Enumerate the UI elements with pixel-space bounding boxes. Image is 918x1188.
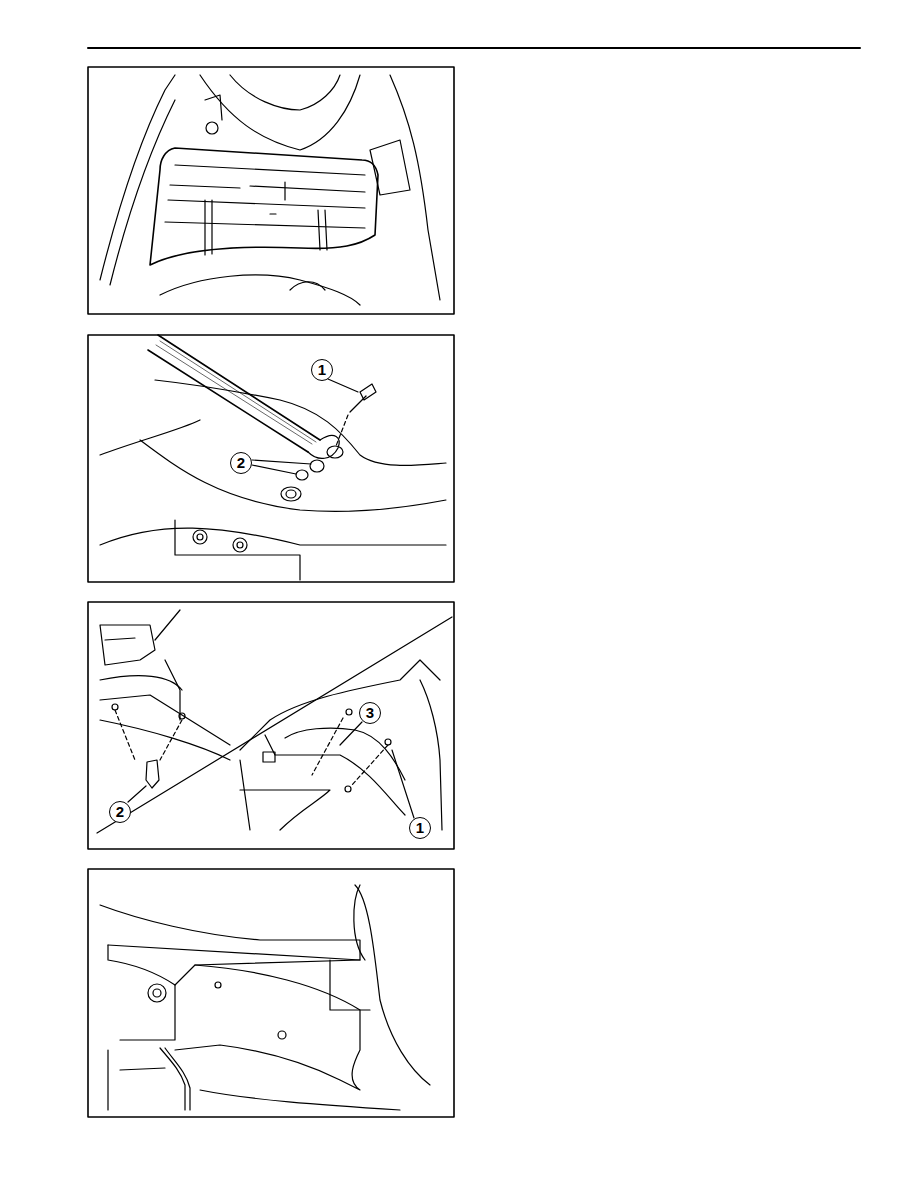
panel-frame xyxy=(88,869,454,1117)
leader-line xyxy=(252,460,311,464)
installed-trim-figure xyxy=(100,885,430,1110)
callout-number: 2 xyxy=(109,801,131,823)
trim-fastener-figure xyxy=(97,610,452,833)
header-rule xyxy=(88,47,860,49)
panel-frame xyxy=(88,602,454,849)
leader-line xyxy=(252,465,296,474)
leader-line xyxy=(328,379,358,392)
callout-number: 3 xyxy=(359,702,381,724)
callout-number: 1 xyxy=(311,359,333,381)
trunk-cover-figure xyxy=(100,75,440,305)
leader-line xyxy=(392,750,414,818)
callout-number: 1 xyxy=(409,817,431,839)
leader-line xyxy=(128,786,146,802)
seat-belt-anchor-figure xyxy=(100,335,446,580)
leader-line xyxy=(340,722,362,745)
panel-frame xyxy=(88,67,454,314)
panel-frame xyxy=(88,335,454,582)
callout-number: 2 xyxy=(230,452,252,474)
